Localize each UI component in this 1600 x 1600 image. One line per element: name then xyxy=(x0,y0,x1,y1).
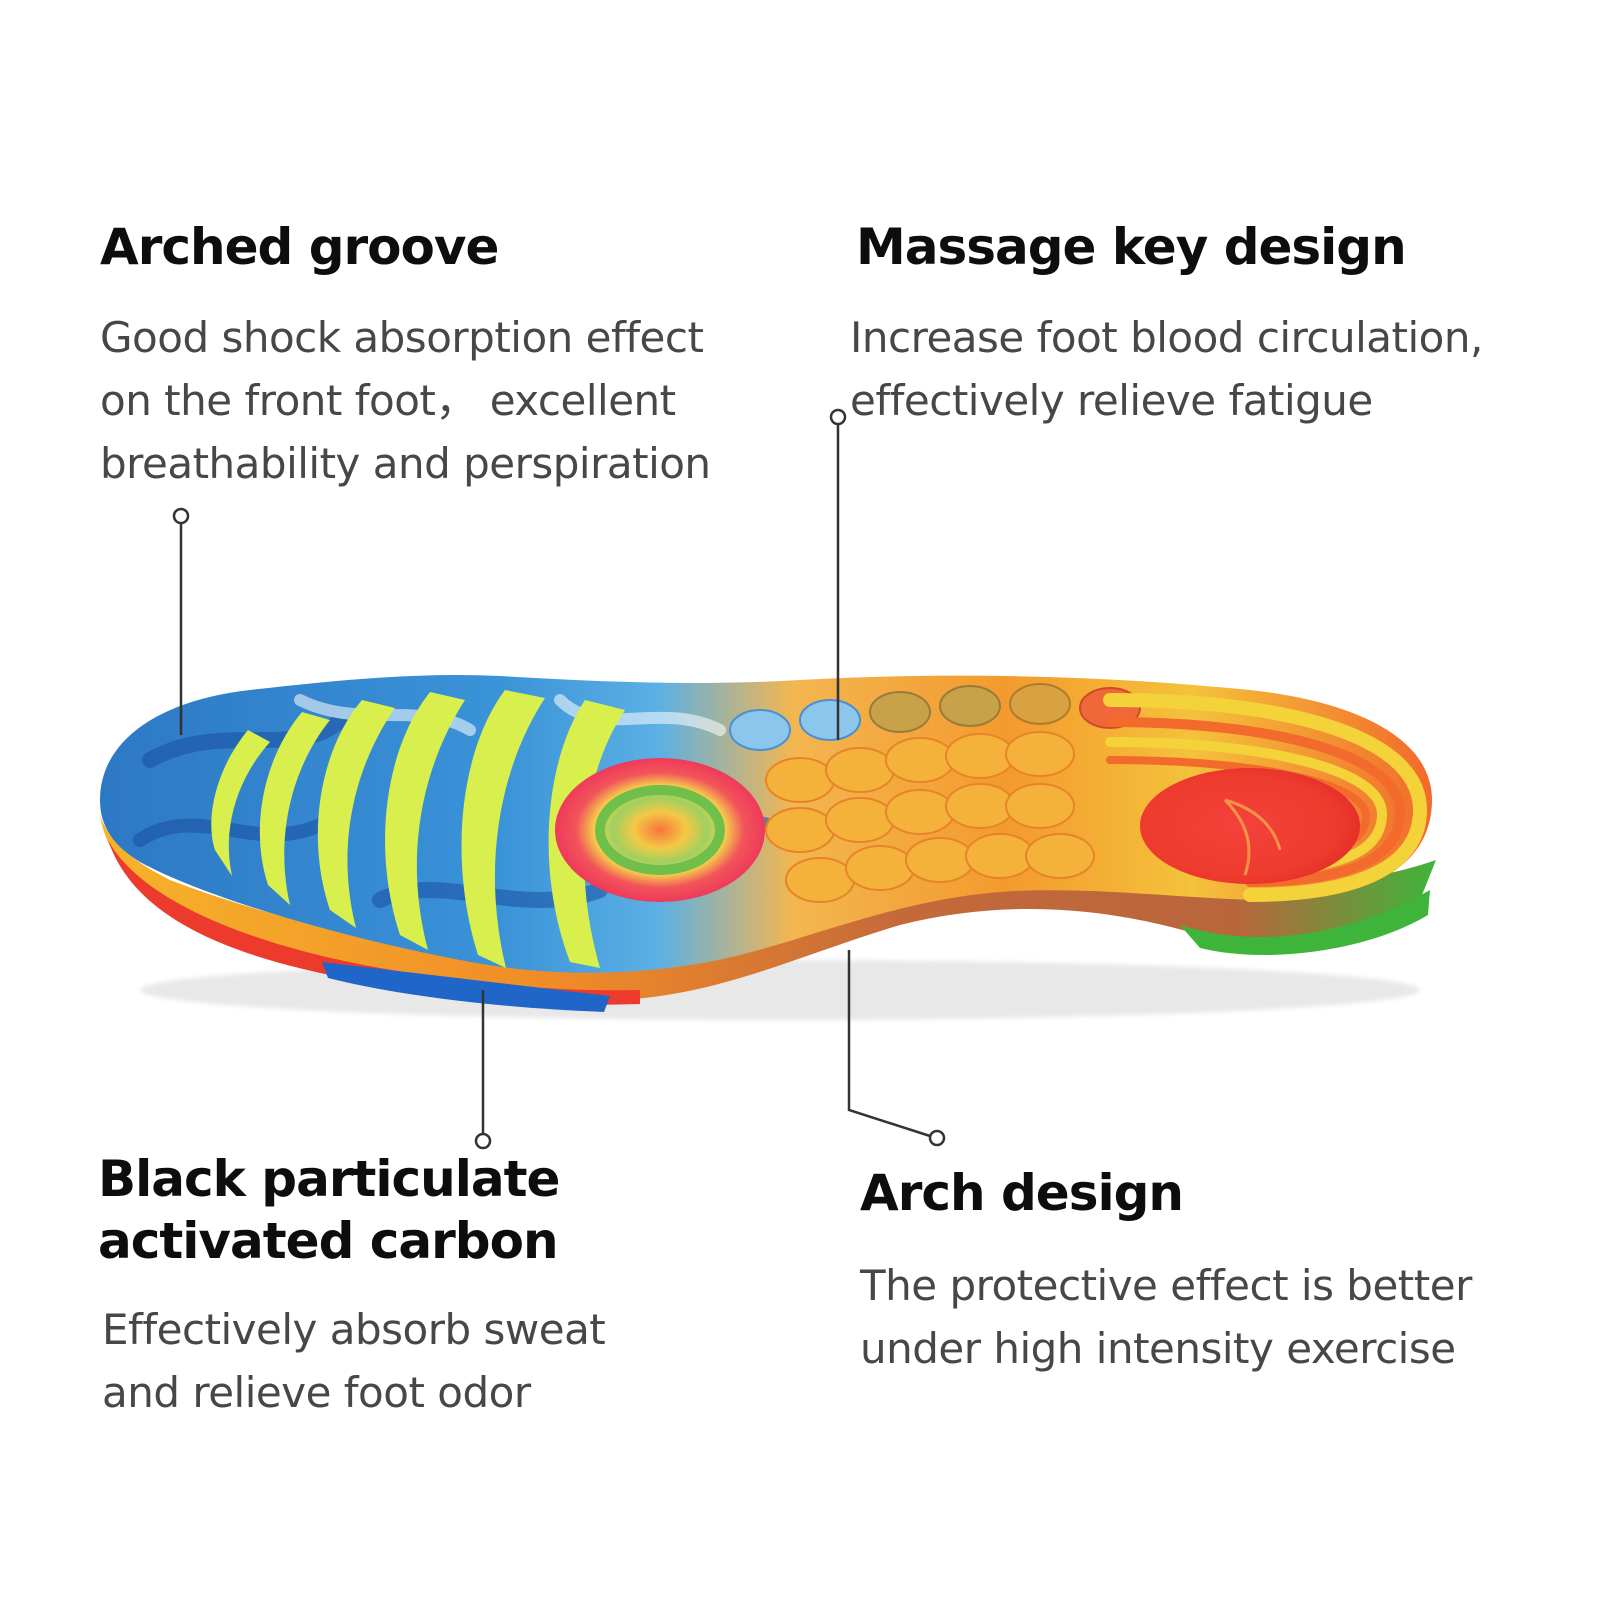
title-line: activated carbon xyxy=(98,1212,559,1270)
groove-rib xyxy=(259,712,330,905)
massage-bump xyxy=(939,685,1001,727)
heel-logo-icon xyxy=(1223,798,1282,876)
arched-groove-ribs xyxy=(211,690,625,968)
description-line: Good shock absorption effect xyxy=(100,313,704,362)
massage-bump xyxy=(729,709,791,751)
massage-bump xyxy=(885,789,955,835)
massage-bump xyxy=(885,737,955,783)
massage-bump xyxy=(825,797,895,843)
description-line: The protective effect is better xyxy=(860,1261,1472,1310)
massage-target xyxy=(555,758,765,902)
description-line: Effectively absorb sweat xyxy=(102,1305,606,1354)
description-line: and relieve foot odor xyxy=(102,1368,531,1417)
massage-bump xyxy=(905,837,975,883)
massage-bump xyxy=(1009,683,1071,725)
feature-title: Arched groove xyxy=(100,218,499,276)
leader-dot-massage-key xyxy=(829,408,847,426)
insole-base-green-heel xyxy=(1180,890,1430,956)
heel-pad xyxy=(1140,768,1360,884)
massage-bump xyxy=(785,857,855,903)
feature-massage-key-design: Massage key design Increase foot blood c… xyxy=(850,216,1556,432)
massage-bump xyxy=(1005,783,1075,829)
heel-cup-stripes xyxy=(1103,693,1428,902)
description-line: under high intensity exercise xyxy=(860,1324,1456,1373)
feature-arched-groove: Arched groove Good shock absorption effe… xyxy=(100,216,740,495)
leader-lines xyxy=(172,408,946,1150)
description-line: breathability and perspiration xyxy=(100,439,711,488)
massage-bump xyxy=(945,733,1015,779)
leader-dot-black-carbon xyxy=(474,1132,492,1150)
feature-arch-design: Arch design The protective effect is bet… xyxy=(860,1162,1560,1380)
massage-target-ring xyxy=(595,785,725,875)
feature-title: Arch design xyxy=(860,1164,1184,1222)
massage-bump xyxy=(765,807,835,853)
massage-bump xyxy=(765,757,835,803)
feature-black-activated-carbon: Black particulate activated carbon Effec… xyxy=(98,1148,738,1424)
title-line: Black particulate xyxy=(98,1150,560,1208)
massage-bump xyxy=(845,845,915,891)
feature-description: Effectively absorb sweat and relieve foo… xyxy=(102,1298,738,1424)
description-line: Increase foot blood circulation, xyxy=(850,313,1483,362)
massage-key-bumps xyxy=(729,683,1141,903)
feature-description: Increase foot blood circulation, effecti… xyxy=(850,306,1556,432)
massage-bump xyxy=(799,699,861,741)
description-line: effectively relieve fatigue xyxy=(850,376,1373,425)
groove-rib xyxy=(461,690,545,968)
massage-bump xyxy=(965,833,1035,879)
feature-title: Massage key design xyxy=(856,218,1407,276)
massage-bump xyxy=(825,747,895,793)
groove-rib xyxy=(211,730,270,876)
massage-bump xyxy=(869,691,931,733)
groove-rib xyxy=(317,700,395,928)
groove-rib xyxy=(548,700,625,968)
description-line: on the front foot， excellent xyxy=(100,376,676,425)
leader-line-arch-design xyxy=(847,950,931,1138)
leader-dot-arched-groove xyxy=(172,507,190,525)
groove-rib xyxy=(385,692,465,950)
leader-dot-arch-design xyxy=(928,1129,946,1147)
feature-title: Black particulate activated carbon xyxy=(98,1148,738,1272)
massage-bump xyxy=(1005,731,1075,777)
massage-bump xyxy=(1025,833,1095,879)
feature-description: The protective effect is better under hi… xyxy=(860,1254,1560,1380)
massage-bump xyxy=(945,783,1015,829)
feature-description: Good shock absorption effect on the fron… xyxy=(100,306,740,495)
insole-base-blue-layer xyxy=(322,962,610,1012)
